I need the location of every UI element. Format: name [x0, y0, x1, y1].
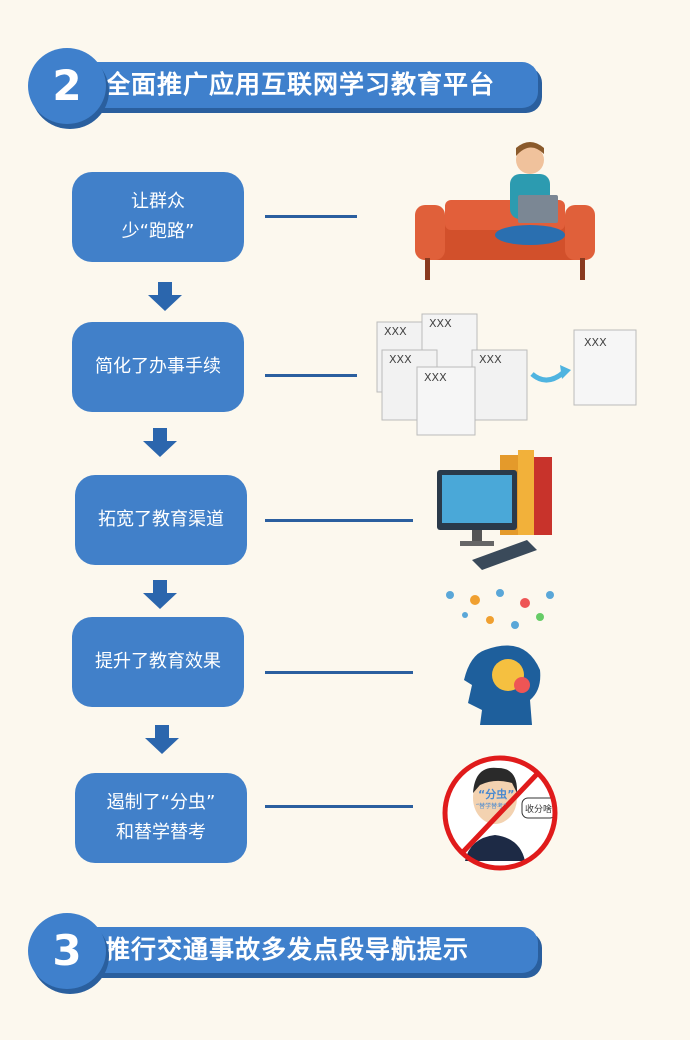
step-improve-effect: 提升了教育效果 [72, 617, 244, 707]
connector-line [265, 374, 357, 377]
connector-line [265, 519, 413, 522]
section-number: 2 [28, 48, 106, 124]
doc-label: XXX [424, 371, 447, 384]
section-title: 推行交通事故多发点段导航提示 [83, 927, 538, 973]
connector-line [265, 805, 413, 808]
doc-label: XXX [389, 353, 412, 366]
step-text: 和替学替考 [116, 822, 206, 843]
section-2-header: 全面推广应用互联网学习教育平台 2 [28, 48, 543, 128]
computer-books-icon [437, 450, 552, 570]
doc-label: XXX [584, 336, 607, 349]
documents-icon: XXX XXX XXX XXX XXX XXX [376, 313, 637, 436]
step-text: 让群众 [131, 191, 185, 212]
no-cheating-icon: “分虫” “替学替考” 收分啥 [440, 753, 560, 873]
section-3-header: 推行交通事故多发点段导航提示 3 [28, 913, 543, 993]
step-text: 简化了办事手续 [95, 356, 221, 377]
connector-line [265, 671, 413, 674]
step-text: 拓宽了教育渠道 [98, 509, 224, 530]
step-simplify-procedures: 简化了办事手续 [72, 322, 244, 412]
doc-label: XXX [384, 325, 407, 338]
person-on-sofa-icon [415, 142, 595, 280]
doc-label: XXX [429, 317, 452, 330]
step-broaden-channels: 拓宽了教育渠道 [75, 475, 247, 565]
section-number: 3 [28, 913, 106, 989]
connector-line [265, 215, 357, 218]
section-title: 全面推广应用互联网学习教育平台 [83, 62, 538, 108]
doc-label: XXX [479, 353, 502, 366]
face-sublabel: “替学替考” [476, 803, 507, 810]
step-reduce-trips: 让群众 少“跑路” [72, 172, 244, 262]
step-text: 少“跑路” [121, 221, 195, 242]
step-text: 遏制了“分虫” [106, 792, 216, 813]
step-text: 提升了教育效果 [95, 651, 221, 672]
brain-ideas-icon [446, 589, 554, 725]
face-label: “分虫” [478, 788, 515, 801]
speech-bubble: 收分啥 [525, 805, 553, 815]
step-curb-cheating: 遏制了“分虫” 和替学替考 [75, 773, 247, 863]
